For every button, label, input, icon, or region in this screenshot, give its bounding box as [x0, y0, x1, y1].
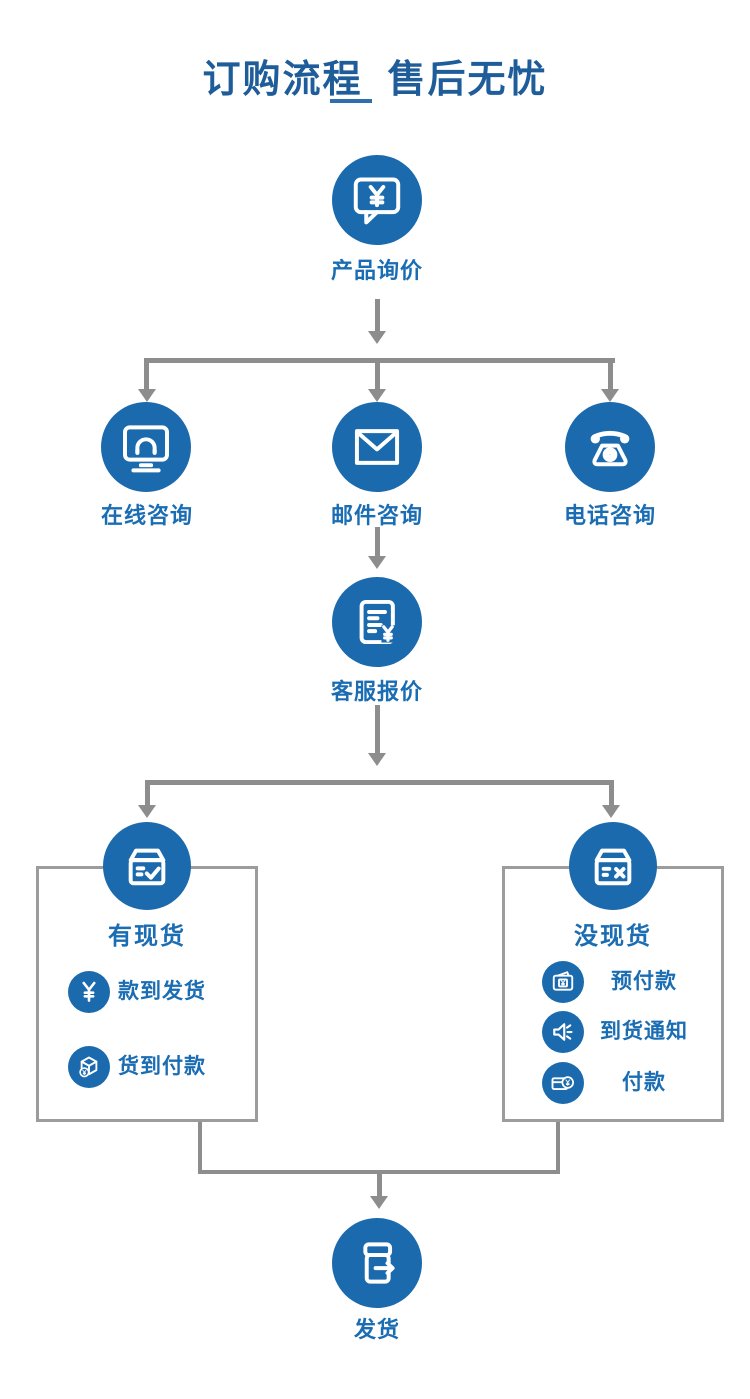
- node-online-consult: [101, 402, 191, 492]
- cash-on-delivery-label: 货到付款: [118, 1055, 206, 1078]
- prepayment-badge: [542, 961, 584, 1003]
- package-yen-icon: [79, 1056, 98, 1078]
- connector-line: [198, 1170, 560, 1174]
- node-in-stock-label: 有现货: [108, 923, 186, 950]
- payment-label: 付款: [622, 1071, 666, 1094]
- chat-bubble-yen-icon: [353, 177, 401, 225]
- shipping-box-arrow-icon: [363, 1242, 395, 1284]
- node-email-consult-label: 邮件咨询: [330, 503, 423, 528]
- node-product-inquiry-label: 产品询价: [330, 258, 423, 283]
- yen-currency-icon: [82, 981, 96, 1002]
- node-in-stock: [103, 822, 191, 910]
- online-support-monitor-headset-icon: [123, 425, 169, 473]
- speaker-notice-icon: [553, 1023, 573, 1041]
- node-email-consult: [332, 402, 422, 492]
- connector-line: [556, 1122, 560, 1174]
- card-coin-payment-icon: [551, 1076, 575, 1090]
- connector-line: [608, 780, 614, 805]
- node-online-consult-label: 在线咨询: [100, 503, 193, 528]
- node-service-quote: [332, 577, 422, 667]
- telephone-icon: [590, 430, 630, 467]
- stock-box-x-icon: [594, 848, 632, 886]
- payment-badge: [542, 1062, 584, 1104]
- wallet-yen-icon: [552, 971, 574, 991]
- arrival-notice-label: 到货通知: [600, 1020, 688, 1043]
- connector-line: [143, 358, 149, 389]
- connector-line: [374, 299, 380, 331]
- connector-line: [374, 527, 380, 556]
- pay-then-ship-label: 款到发货: [118, 980, 206, 1003]
- node-shipment-label: 发货: [353, 1317, 400, 1342]
- email-envelope-icon: [354, 429, 400, 465]
- connector-line: [374, 705, 380, 753]
- arrow-down-icon: [368, 389, 386, 402]
- node-phone-consult-label: 电话咨询: [563, 503, 656, 528]
- node-shipment: [332, 1218, 422, 1308]
- node-service-quote-label: 客服报价: [330, 679, 423, 704]
- out-of-stock-box: [502, 866, 724, 1122]
- connector-line: [607, 358, 613, 389]
- arrival-notice-badge: [542, 1011, 584, 1053]
- title-underline-decoration: [330, 99, 372, 103]
- cash-on-delivery-badge: [68, 1046, 110, 1088]
- connector-line: [374, 360, 380, 389]
- arrow-down-icon: [138, 805, 156, 818]
- arrow-down-icon: [601, 389, 619, 402]
- arrow-down-icon: [368, 753, 386, 766]
- node-out-of-stock: [569, 822, 657, 910]
- node-phone-consult: [565, 402, 655, 492]
- pay-then-ship-badge: [68, 971, 110, 1013]
- connector-line: [198, 1122, 202, 1174]
- arrow-down-icon: [602, 805, 620, 818]
- arrow-down-icon: [138, 389, 156, 402]
- node-product-inquiry: [332, 155, 422, 245]
- connector-line: [376, 1174, 382, 1196]
- connector-line: [144, 780, 614, 785]
- arrow-down-icon: [370, 1196, 388, 1209]
- connector-line: [144, 780, 150, 805]
- node-out-of-stock-label: 没现货: [574, 923, 652, 950]
- quotation-document-yen-icon: [359, 599, 397, 645]
- prepayment-label: 预付款: [611, 970, 677, 993]
- page-title: 订购流程 售后无忧: [202, 59, 548, 101]
- stock-box-check-icon: [128, 848, 166, 886]
- arrow-down-icon: [368, 556, 386, 569]
- arrow-down-icon: [368, 331, 386, 344]
